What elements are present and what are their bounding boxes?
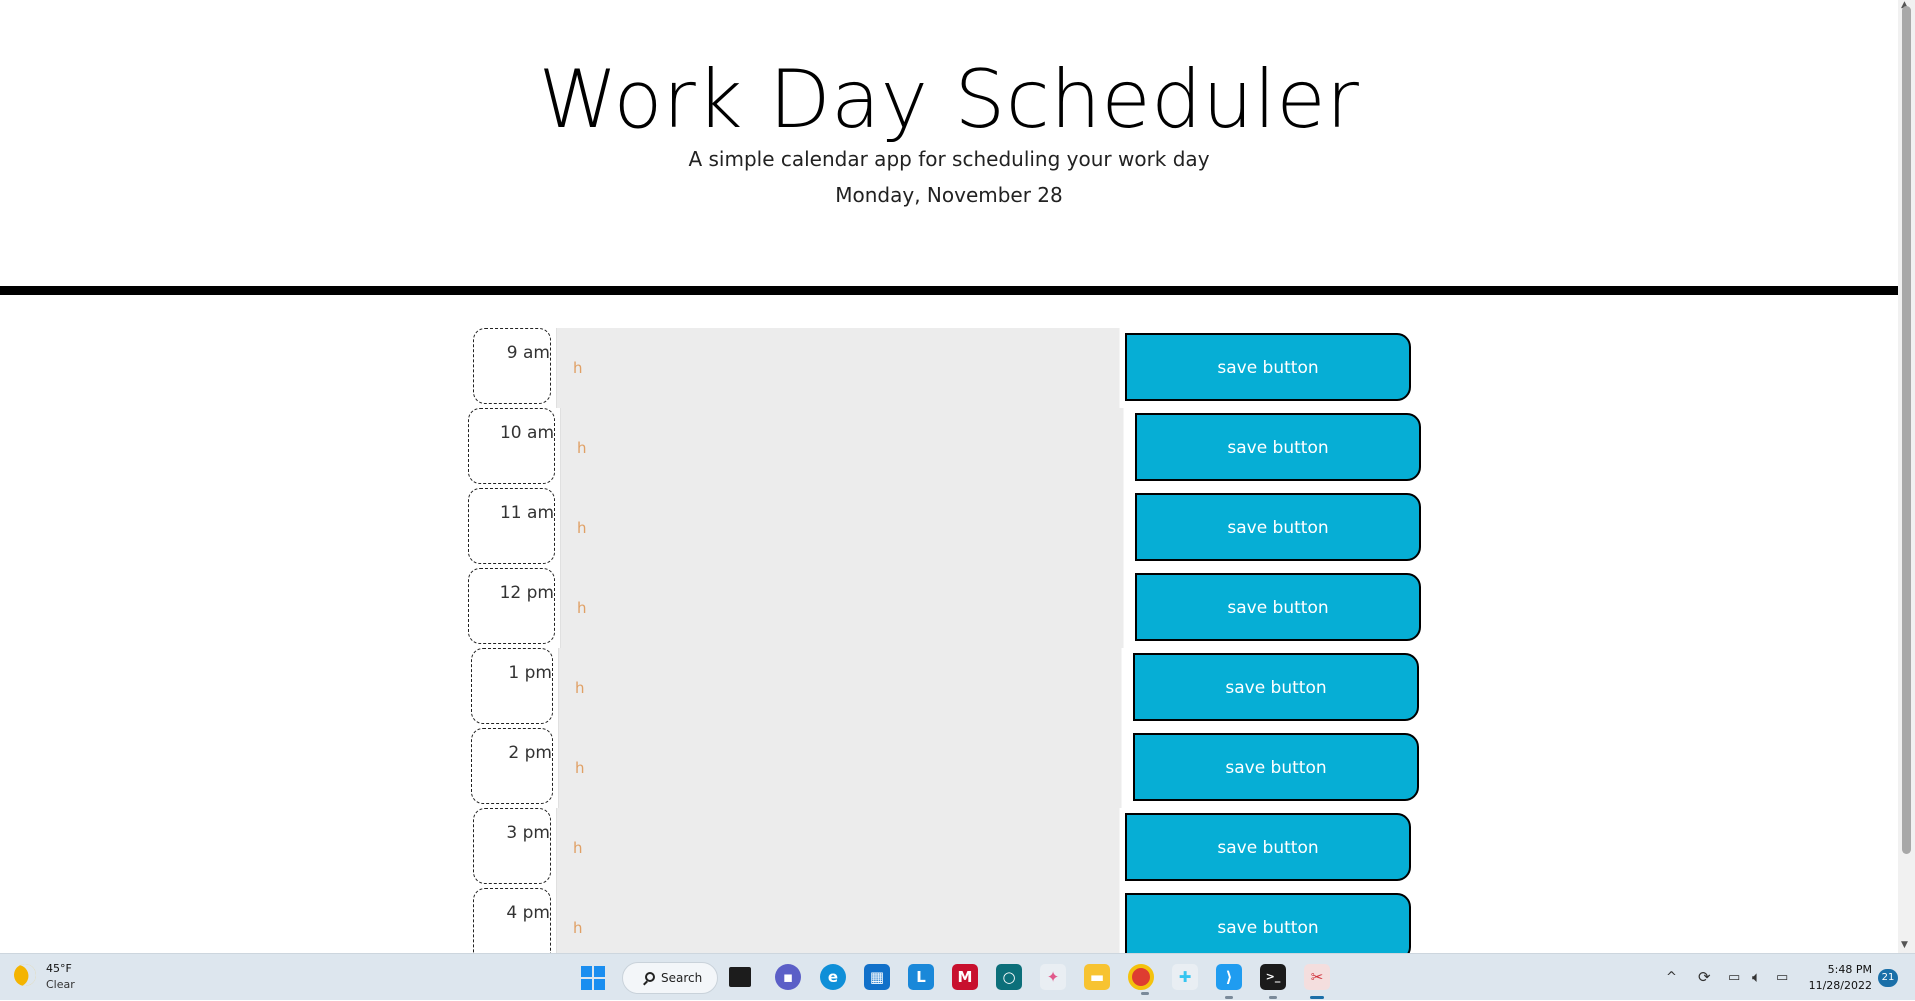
terminal-icon[interactable]: >_ <box>1260 964 1286 999</box>
current-day: Monday, November 28 <box>835 183 1063 207</box>
volume-icon[interactable]: 🔈︎ <box>1752 968 1762 986</box>
windows-taskbar: 45°F Clear Search ▪ e ▦ L M ○ ✦ ▬ ✚ ⟩ >_… <box>0 953 1915 1000</box>
network-icon[interactable]: ▭ <box>1728 970 1741 985</box>
microsoft-store-icon[interactable]: ▦ <box>864 964 890 990</box>
weather-condition: Clear <box>46 978 75 991</box>
page-header: Work Day Scheduler A simple calendar app… <box>0 0 1898 286</box>
scroll-up-arrow-icon[interactable]: ▲ <box>1901 0 1908 10</box>
event-description-textarea[interactable]: h <box>558 648 1122 728</box>
header-divider <box>0 286 1898 295</box>
event-description-textarea[interactable]: h <box>556 328 1120 408</box>
windows-start-icon[interactable] <box>581 966 605 990</box>
vscode-icon[interactable]: ⟩ <box>1216 964 1242 999</box>
weather-temperature: 45°F <box>46 962 72 975</box>
hour-label: 1 pm <box>471 648 553 724</box>
scrollbar-thumb[interactable] <box>1902 6 1911 854</box>
teal-app-icon[interactable]: ○ <box>996 964 1022 990</box>
taskbar-clock[interactable]: 5:48 PM 11/28/2022 <box>1800 962 1872 994</box>
running-indicator <box>1310 996 1324 999</box>
taskbar-search-button[interactable]: Search <box>622 962 718 994</box>
chrome-icon[interactable] <box>1128 964 1154 995</box>
running-indicator <box>1225 996 1233 999</box>
clock-date: 11/28/2022 <box>1808 979 1872 992</box>
pinwheel-app-icon[interactable]: ✦ <box>1040 964 1066 990</box>
save-button[interactable]: save button <box>1125 813 1411 881</box>
moon-icon <box>9 959 41 991</box>
search-label: Search <box>661 971 703 985</box>
l-app-icon[interactable]: L <box>908 964 934 990</box>
sync-icon[interactable]: ⟳ <box>1698 968 1711 986</box>
browser-viewport: Work Day Scheduler A simple calendar app… <box>0 0 1898 953</box>
clock-time: 5:48 PM <box>1827 963 1872 976</box>
running-indicator <box>1269 996 1277 999</box>
task-view-icon[interactable] <box>729 967 751 987</box>
save-button[interactable]: save button <box>1135 573 1421 641</box>
slack-icon[interactable]: ✚ <box>1172 964 1198 990</box>
event-description-textarea[interactable]: h <box>560 408 1124 488</box>
save-button[interactable]: save button <box>1125 333 1411 401</box>
hour-label: 4 pm <box>473 888 551 953</box>
save-button[interactable]: save button <box>1133 733 1419 801</box>
hour-label: 11 am <box>468 488 555 564</box>
edge-browser-icon[interactable]: e <box>820 964 846 990</box>
event-description-textarea[interactable]: h <box>558 728 1122 808</box>
battery-icon[interactable]: ▭ <box>1776 970 1789 985</box>
hour-label: 10 am <box>468 408 555 484</box>
save-button[interactable]: save button <box>1133 653 1419 721</box>
event-description-textarea[interactable]: h <box>556 888 1120 953</box>
running-indicator <box>1141 992 1149 995</box>
page-title: Work Day Scheduler <box>538 53 1360 146</box>
file-explorer-icon[interactable]: ▬ <box>1084 964 1110 990</box>
save-button[interactable]: save button <box>1135 493 1421 561</box>
save-button[interactable]: save button <box>1125 893 1411 953</box>
vertical-scrollbar[interactable]: ▲ ▼ <box>1898 0 1915 953</box>
hour-label: 2 pm <box>471 728 553 804</box>
hour-label: 9 am <box>473 328 551 404</box>
page-subtitle: A simple calendar app for scheduling you… <box>688 147 1210 171</box>
mcafee-icon[interactable]: M <box>952 964 978 990</box>
notification-count-badge[interactable]: 21 <box>1878 969 1898 987</box>
hour-label: 3 pm <box>473 808 551 884</box>
event-description-textarea[interactable]: h <box>556 808 1120 888</box>
event-description-textarea[interactable]: h <box>560 568 1124 648</box>
show-hidden-icons-chevron-icon[interactable]: ^ <box>1666 970 1677 985</box>
teams-chat-icon[interactable]: ▪ <box>775 964 801 990</box>
save-button[interactable]: save button <box>1135 413 1421 481</box>
event-description-textarea[interactable]: h <box>560 488 1124 568</box>
scroll-down-arrow-icon[interactable]: ▼ <box>1901 940 1908 950</box>
search-icon <box>645 972 655 982</box>
snipping-tool-icon[interactable]: ✂ <box>1304 964 1330 999</box>
hour-label: 12 pm <box>468 568 555 644</box>
